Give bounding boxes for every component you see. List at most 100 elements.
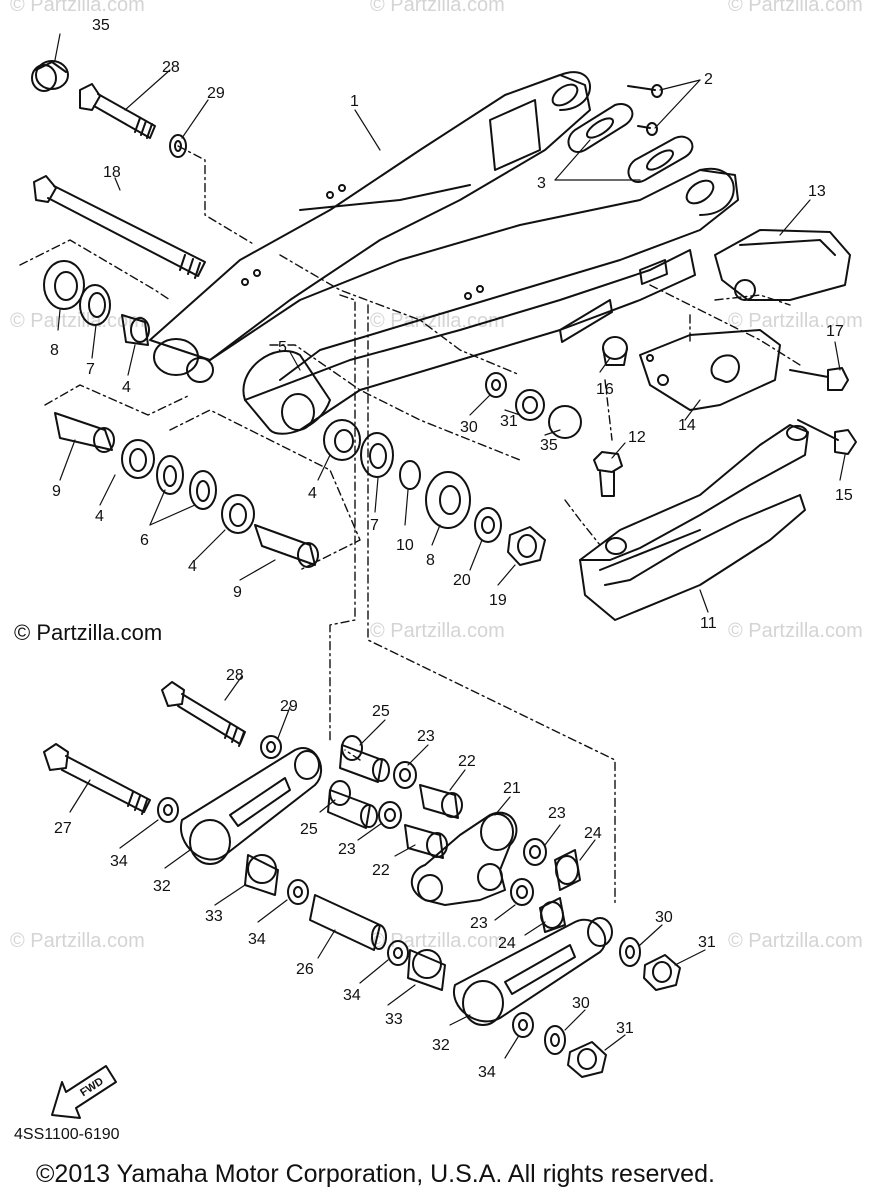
callout-4[interactable]: 4 [95,508,104,525]
callout-34[interactable]: 34 [478,1064,496,1081]
screw-2[interactable] [627,84,663,136]
callout-12[interactable]: 12 [628,429,646,446]
callout-18[interactable]: 18 [103,164,121,181]
bearing-22[interactable] [404,824,448,859]
collar-30[interactable] [485,372,507,398]
callout-3[interactable]: 3 [537,175,546,192]
callout-25[interactable]: 25 [372,703,390,720]
bearing-4[interactable] [221,494,255,534]
collar-24[interactable] [554,849,581,891]
callout-28[interactable]: 28 [162,59,180,76]
shaft-26[interactable] [309,894,387,951]
oil-seal-7[interactable] [360,432,394,478]
washer-34[interactable] [287,879,309,905]
callout-23[interactable]: 23 [417,728,435,745]
pivot-shaft-18[interactable] [33,175,206,279]
callout-16[interactable]: 16 [596,381,614,398]
relay-arm-21[interactable] [410,811,518,906]
link-32[interactable] [452,917,613,1026]
washer-20[interactable] [474,507,502,543]
washer-34[interactable] [512,1012,534,1038]
collar-25[interactable] [339,735,390,783]
washer-34[interactable] [157,797,179,823]
cap-35[interactable] [548,405,582,439]
callout-23[interactable]: 23 [338,841,356,858]
callout-20[interactable]: 20 [453,572,471,589]
callout-26[interactable]: 26 [296,961,314,978]
swingarm[interactable] [149,71,739,435]
bolt-15[interactable] [797,419,857,455]
callout-14[interactable]: 14 [678,417,696,434]
callout-19[interactable]: 19 [489,592,507,609]
nut-31[interactable] [567,1041,607,1078]
oil-seal-7[interactable] [79,284,111,326]
callout-31[interactable]: 31 [500,413,518,430]
callout-22[interactable]: 22 [458,753,476,770]
callout-5[interactable]: 5 [278,339,287,356]
nut-19[interactable] [507,526,546,566]
callout-32[interactable]: 32 [153,878,171,895]
callout-22[interactable]: 22 [372,862,390,879]
callout-29[interactable]: 29 [207,85,225,102]
callout-33[interactable]: 33 [205,908,223,925]
callout-15[interactable]: 15 [835,487,853,504]
collar-33[interactable] [407,949,446,991]
callout-4[interactable]: 4 [188,558,197,575]
callout-4[interactable]: 4 [122,379,131,396]
collar-9[interactable] [54,412,115,453]
callout-23[interactable]: 23 [470,915,488,932]
callout-7[interactable]: 7 [370,517,379,534]
callout-7[interactable]: 7 [86,361,95,378]
collar-33[interactable] [244,854,279,896]
callout-2[interactable]: 2 [704,71,713,88]
callout-29[interactable]: 29 [280,698,298,715]
collar-16[interactable] [602,336,628,366]
bearing-4[interactable] [121,439,155,479]
oil-seal-8[interactable] [43,260,85,310]
callout-32[interactable]: 32 [432,1037,450,1054]
callout-8[interactable]: 8 [426,552,435,569]
oil-seal-8[interactable] [425,471,471,529]
washer-34[interactable] [387,940,409,966]
washer-30[interactable] [544,1025,566,1055]
callout-31[interactable]: 31 [698,934,716,951]
link-32[interactable] [179,747,322,865]
chain-guide-plate-14[interactable] [639,329,781,411]
callout-27[interactable]: 27 [54,820,72,837]
bolt-28[interactable] [79,83,156,139]
callout-9[interactable]: 9 [233,584,242,601]
callout-8[interactable]: 8 [50,342,59,359]
callout-35[interactable]: 35 [540,437,558,454]
callout-34[interactable]: 34 [248,931,266,948]
callout-21[interactable]: 21 [503,780,521,797]
callout-24[interactable]: 24 [584,825,602,842]
callout-11[interactable]: 11 [700,615,717,632]
washer-29[interactable] [260,735,282,759]
collar-9[interactable] [254,524,319,568]
callout-33[interactable]: 33 [385,1011,403,1028]
washer-29[interactable] [169,134,187,158]
collar-24[interactable] [539,897,566,933]
callout-30[interactable]: 30 [460,419,478,436]
callout-30[interactable]: 30 [572,995,590,1012]
seal-23[interactable] [393,761,417,789]
chain-guide-13[interactable] [714,229,851,301]
bearing-4[interactable] [323,419,361,461]
collar-25[interactable] [327,780,378,829]
callout-10[interactable]: 10 [396,537,414,554]
seal-23[interactable] [378,801,402,829]
callout-34[interactable]: 34 [110,853,128,870]
chain-guide-plate[interactable] [567,103,694,183]
callout-34[interactable]: 34 [343,987,361,1004]
callout-28[interactable]: 28 [226,667,244,684]
callout-23[interactable]: 23 [548,805,566,822]
callout-17[interactable]: 17 [826,323,844,340]
arm-11[interactable] [579,424,809,621]
bolt-17[interactable] [789,367,849,391]
bearing-4[interactable] [121,314,150,346]
callout-25[interactable]: 25 [300,821,318,838]
seal-6[interactable] [156,455,217,510]
washer-30[interactable] [619,937,641,967]
washer-10[interactable] [399,460,421,490]
bolt-12[interactable] [593,451,623,497]
